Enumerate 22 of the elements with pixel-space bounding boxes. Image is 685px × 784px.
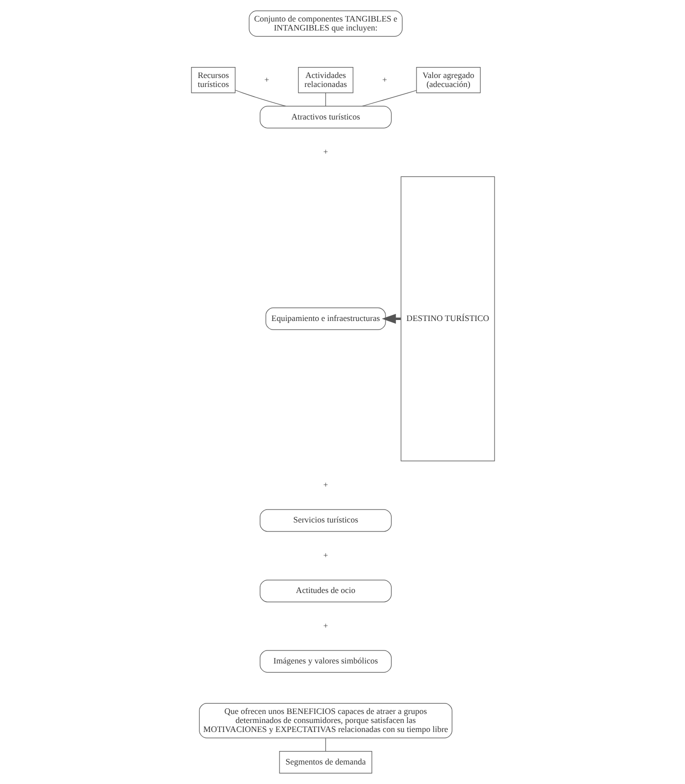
connector: [324, 738, 326, 752]
node-box: Segmentos de demanda: [278, 751, 372, 774]
label: +: [382, 74, 387, 84]
node-box: Actividades relacionadas: [298, 67, 353, 94]
node-box: Imágenes y valores simbólicos: [259, 650, 392, 673]
label: +: [322, 480, 328, 490]
connector: [362, 90, 416, 106]
node-box: Conjunto de componentes TANGIBLES e INTANGIBLES que incluyen:: [248, 10, 402, 37]
label: +: [322, 550, 328, 560]
label: +: [264, 74, 269, 84]
node-box: Servicios turísticos: [259, 509, 392, 532]
node-box: Valor agregado (adecuación): [416, 67, 480, 94]
node-box: Equipamiento e infraestructuras: [265, 308, 386, 330]
node-box: Actitudes de ocio: [259, 580, 392, 602]
label: +: [322, 146, 328, 157]
node-box: Que ofrecen unos BENEFICIOS capaces de atraer a grupos determinados de consumidores, porque satisfacen las MOTIVACIONES y EXPECTATIVAS relacionadas con su tiempo libre: [198, 703, 452, 738]
connector: [324, 92, 326, 106]
node-box: Recursos turísticos: [190, 67, 235, 94]
connector: [234, 90, 286, 106]
node-box: Atractivos turísticos: [259, 106, 392, 128]
label: +: [322, 620, 328, 630]
node-box: DESTINO TURÍSTICO: [400, 176, 494, 462]
